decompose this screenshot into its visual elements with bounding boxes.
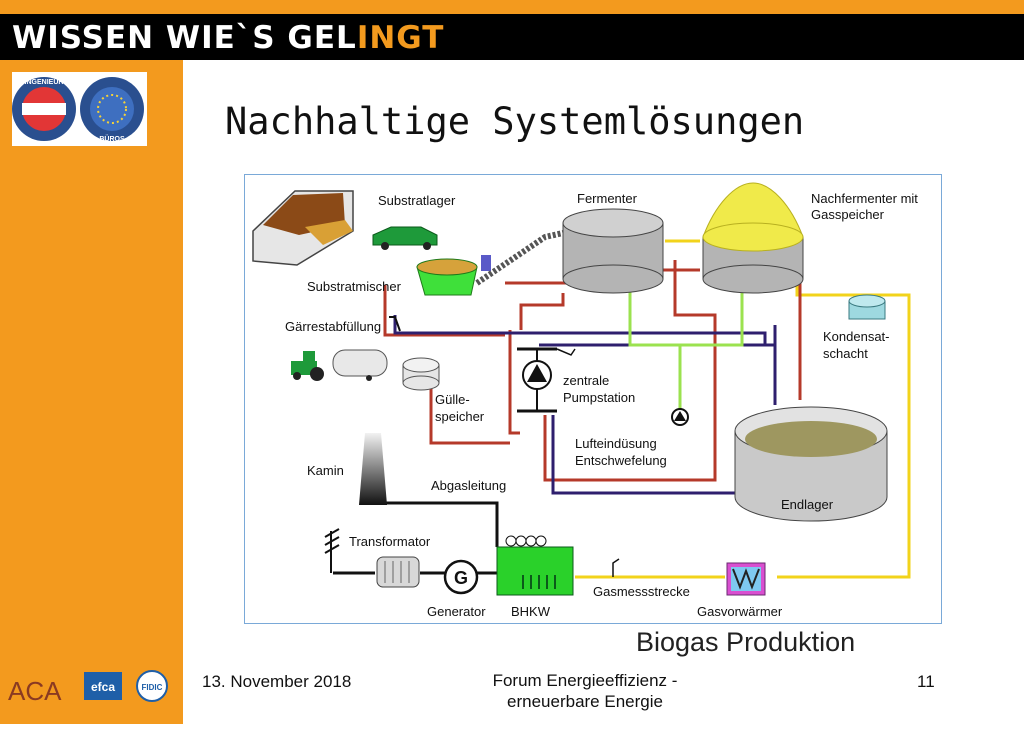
central-pump-station bbox=[517, 347, 576, 413]
label-substratmischer: Substratmischer bbox=[307, 279, 402, 294]
label-gasvor: Gasvorwärmer bbox=[697, 604, 783, 619]
biogas-diagram: G Substratlager Fermenter Nachfe bbox=[244, 174, 942, 624]
label-guelle-1: Gülle- bbox=[435, 392, 470, 407]
label-endlager: Endlager bbox=[781, 497, 834, 512]
liquid-pipe bbox=[393, 315, 775, 347]
header-banner: WISSEN WIE`S GELINGT bbox=[0, 14, 1024, 60]
footer-page-number: 11 bbox=[917, 672, 935, 691]
label-guelle-2: speicher bbox=[435, 409, 485, 424]
partner-logos: ACA efca FIDIC bbox=[0, 660, 183, 724]
footer-event: Forum Energieeffizienz - erneuerbare Ene… bbox=[460, 670, 710, 712]
footer-event-line1: Forum Energieeffizienz - bbox=[492, 671, 678, 690]
label-abgas: Abgasleitung bbox=[431, 478, 506, 493]
substrate-mixer bbox=[416, 230, 564, 296]
gas-pipe-main bbox=[777, 283, 911, 579]
banner-slogan: WISSEN WIE`S GELINGT bbox=[12, 20, 445, 56]
label-luft-1: Lufteindüsung bbox=[575, 436, 657, 451]
ingenieur-bueros-logo: INGENIEUR BÜROS bbox=[12, 72, 147, 146]
label-fermenter: Fermenter bbox=[577, 191, 638, 206]
logo-ring-top: INGENIEUR bbox=[25, 79, 64, 86]
substrate-pipe bbox=[383, 285, 505, 337]
orange-sidebar bbox=[0, 60, 183, 724]
substrate-pipe-4 bbox=[429, 375, 510, 445]
label-pumpe-2: Pumpstation bbox=[563, 390, 635, 405]
substrate-storage bbox=[252, 190, 354, 266]
generator-letter: G bbox=[454, 568, 468, 588]
substrate-pipe-6 bbox=[543, 260, 717, 482]
slide-title: Nachhaltige Systemlösungen bbox=[225, 100, 805, 143]
label-pumpe-1: zentrale bbox=[563, 373, 609, 388]
label-transformator: Transformator bbox=[349, 534, 431, 549]
digestate-filling bbox=[389, 316, 401, 332]
tractor-loader bbox=[372, 226, 438, 250]
diagram-caption: Biogas Produktion bbox=[636, 627, 856, 657]
liquid-pipe-4 bbox=[551, 415, 735, 495]
air-pipe-2 bbox=[680, 283, 744, 347]
final-storage-tank bbox=[734, 406, 888, 522]
label-gasmess: Gasmessstrecke bbox=[593, 584, 690, 599]
label-bhkw: BHKW bbox=[511, 604, 551, 619]
air-blower bbox=[671, 408, 689, 426]
generator-symbol: G bbox=[443, 559, 479, 595]
top-orange-stripe bbox=[0, 0, 1024, 14]
efca-logo: efca bbox=[91, 680, 115, 694]
post-fermenter-tank bbox=[702, 182, 804, 294]
condensate-shaft bbox=[848, 294, 886, 320]
label-gaerrest: Gärrestabfüllung bbox=[285, 319, 381, 334]
label-nachfermenter-1: Nachfermenter mit bbox=[811, 191, 918, 206]
label-generator: Generator bbox=[427, 604, 486, 619]
tractor-tank bbox=[291, 349, 388, 381]
label-substratlager: Substratlager bbox=[378, 193, 456, 208]
substrate-pipe-3 bbox=[508, 330, 520, 435]
fidic-logo: FIDIC bbox=[142, 683, 163, 692]
label-kondensat-1: Kondensat- bbox=[823, 329, 890, 344]
air-pipe bbox=[628, 283, 682, 410]
chimney bbox=[359, 433, 387, 505]
slurry-storage bbox=[402, 357, 440, 391]
footer-date: 13. November 2018 bbox=[202, 672, 352, 691]
substrate-pipe-5 bbox=[519, 293, 565, 330]
fermenter-tank bbox=[562, 208, 664, 294]
exhaust-pipe bbox=[370, 501, 499, 547]
gas-preheater bbox=[726, 562, 766, 596]
gas-meter-symbol bbox=[612, 558, 620, 577]
logo-ring-bottom: BÜROS bbox=[99, 134, 125, 143]
label-luft-2: Entschwefelung bbox=[575, 453, 667, 468]
label-kondensat-2: schacht bbox=[823, 346, 868, 361]
bhkw-unit bbox=[496, 535, 574, 596]
label-kamin: Kamin bbox=[307, 463, 344, 478]
aca-logo: ACA bbox=[8, 676, 62, 706]
transformer-symbol bbox=[324, 528, 420, 588]
footer-event-line2: erneuerbare Energie bbox=[507, 692, 663, 711]
label-nachfermenter-2: Gasspeicher bbox=[811, 207, 885, 222]
